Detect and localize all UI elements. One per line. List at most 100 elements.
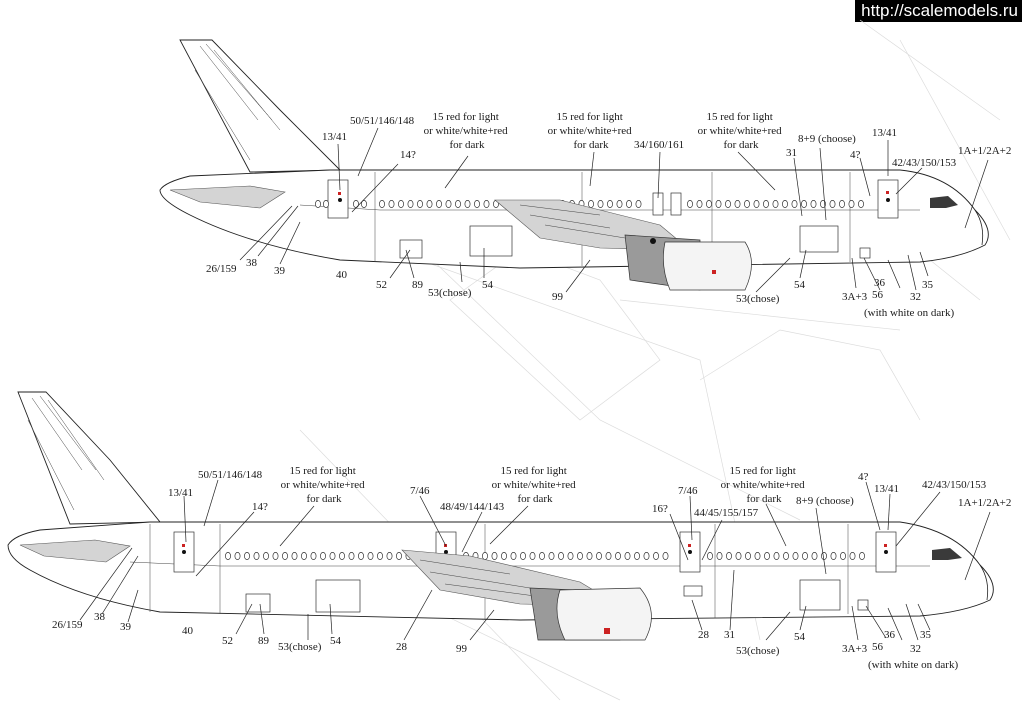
- label-4q: 4?: [850, 149, 861, 161]
- cabin-window: [716, 552, 723, 560]
- cabin-window: [801, 200, 807, 208]
- cabin-window: [398, 200, 404, 208]
- label-15-a: 15 red for light or white/white+red for …: [281, 465, 368, 505]
- cabin-window: [455, 200, 461, 208]
- label-89: 89: [258, 635, 270, 647]
- cabin-window: [491, 552, 498, 560]
- cabin-window: [763, 200, 769, 208]
- label-42-153: 42/43/150/153: [892, 157, 957, 169]
- cabin-window: [329, 552, 336, 560]
- label-32: 32: [910, 291, 921, 303]
- cabin-window: [529, 552, 536, 560]
- label-40: 40: [182, 625, 194, 637]
- cabin-window: [605, 552, 612, 560]
- cabin-window: [388, 200, 395, 208]
- cargo-door-mid: [469, 225, 513, 257]
- cabin-window: [802, 552, 808, 560]
- label-39: 39: [120, 621, 132, 633]
- cargo-door-mid: [315, 579, 361, 613]
- site-watermark: http://scalemodels.ru: [855, 0, 1022, 22]
- label-7-46-front: 7/46: [678, 485, 698, 497]
- horizontal-stabilizer: [19, 539, 131, 563]
- cabin-window: [839, 200, 845, 208]
- label-34-160: 34/160/161: [634, 139, 684, 151]
- label-31: 31: [724, 629, 735, 641]
- label-14q: 14?: [252, 501, 268, 513]
- cabin-window: [706, 200, 712, 208]
- bottom-labels: 13/41 50/51/146/148 14? 15 red for light…: [52, 465, 1011, 671]
- label-40: 40: [336, 269, 348, 281]
- cabin-window: [426, 200, 433, 208]
- cabin-window: [764, 552, 770, 560]
- label-48-143: 48/49/144/143: [440, 501, 505, 513]
- cabin-window: [811, 552, 818, 560]
- cabin-window: [417, 200, 423, 208]
- engine-nacelle: [556, 587, 652, 641]
- cabin-window: [859, 552, 865, 560]
- tail-fin: [17, 391, 161, 525]
- cabin-window: [548, 552, 555, 560]
- label-54: 54: [482, 279, 494, 291]
- label-26-159: 26/159: [206, 263, 237, 275]
- label-1a: 1A+1/2A+2: [958, 497, 1011, 509]
- label-56: 56: [872, 289, 884, 301]
- cabin-window: [445, 200, 452, 208]
- cabin-window: [707, 552, 713, 560]
- label-99: 99: [456, 643, 468, 655]
- cabin-window: [810, 200, 817, 208]
- label-50-148: 50/51/146/148: [350, 115, 415, 127]
- cabin-window: [464, 200, 471, 208]
- cabin-window: [829, 200, 836, 208]
- label-15-c: 15 red for light or white/white+red for …: [721, 465, 808, 505]
- cabin-window: [483, 200, 490, 208]
- cabin-window: [588, 200, 594, 208]
- label-28-front: 28: [698, 629, 710, 641]
- cabin-window: [272, 552, 279, 560]
- cabin-window: [301, 552, 307, 560]
- cabin-window: [510, 552, 517, 560]
- cabin-window: [615, 552, 621, 560]
- cabin-window: [849, 552, 856, 560]
- cabin-window: [616, 200, 623, 208]
- cabin-window: [501, 552, 507, 560]
- cabin-window: [626, 200, 632, 208]
- cabin-window: [840, 552, 846, 560]
- label-53: 53(chose): [278, 641, 322, 653]
- label-white-dark: (with white on dark): [864, 307, 954, 319]
- cabin-window: [772, 200, 779, 208]
- cabin-window: [379, 200, 385, 208]
- cabin-window: [624, 552, 631, 560]
- label-4q: 4?: [858, 471, 869, 483]
- label-16q: 16?: [652, 503, 668, 515]
- cabin-window: [407, 200, 414, 208]
- label-54: 54: [330, 635, 342, 647]
- cargo-door-front: [799, 225, 839, 253]
- cargo-door-rear: [399, 239, 423, 259]
- cabin-window: [773, 552, 780, 560]
- cabin-window: [234, 552, 241, 560]
- cabin-window: [291, 552, 298, 560]
- label-39: 39: [274, 265, 286, 277]
- label-13-41-front: 13/41: [872, 127, 897, 139]
- cabin-window: [848, 200, 855, 208]
- cabin-window: [715, 200, 722, 208]
- cabin-window: [361, 200, 367, 208]
- cabin-window: [586, 552, 593, 560]
- label-31: 31: [786, 147, 797, 159]
- cabin-window: [474, 200, 480, 208]
- cabin-window: [607, 200, 613, 208]
- cabin-window: [520, 552, 526, 560]
- cabin-window: [577, 552, 583, 560]
- label-15-b: 15 red for light or white/white+red for …: [548, 111, 635, 151]
- label-3a: 3A+3: [842, 291, 868, 303]
- label-52: 52: [222, 635, 233, 647]
- label-35: 35: [920, 629, 932, 641]
- label-8-9: 8+9 (choose): [796, 495, 854, 507]
- cabin-window: [696, 200, 703, 208]
- cockpit-windows: [932, 548, 962, 560]
- label-35: 35: [922, 279, 934, 291]
- bottom-aircraft-profile: [7, 391, 994, 641]
- label-38: 38: [246, 257, 258, 269]
- label-52: 52: [376, 279, 387, 291]
- label-15-a: 15 red for light or white/white+red for …: [424, 111, 511, 151]
